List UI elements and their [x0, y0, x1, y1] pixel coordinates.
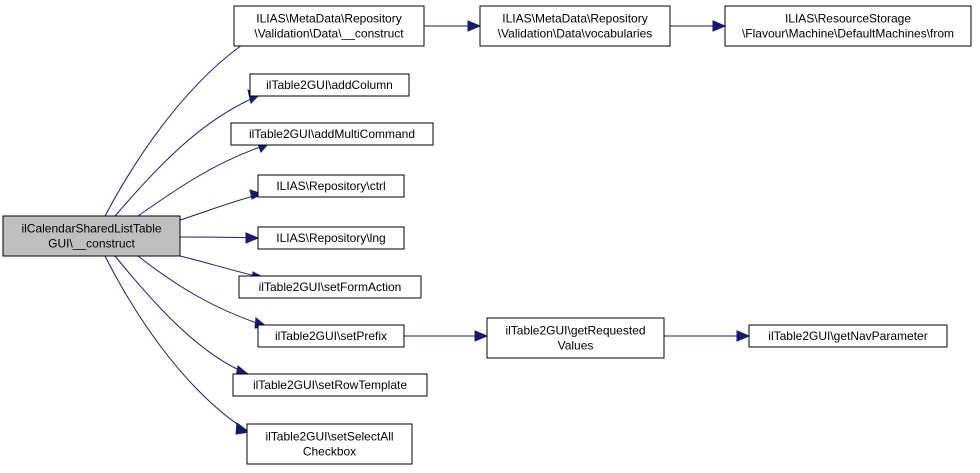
arrowhead-icon	[474, 330, 489, 342]
node-label: Values	[558, 339, 594, 353]
arrowhead-icon	[712, 20, 727, 32]
edge-root-to-add_column	[114, 89, 260, 217]
edge-metadata_vocabularies-to-resource_from	[670, 20, 727, 32]
edge-root-to-add_multi_command	[137, 138, 269, 217]
edge-line	[104, 39, 250, 217]
arrowhead-icon	[249, 189, 264, 200]
node-label: ILIAS\ResourceStorage	[785, 12, 911, 26]
node-box	[748, 324, 948, 348]
node-label: ilTable2GUI\setFormAction	[259, 280, 402, 294]
edge-line	[179, 255, 265, 279]
node-set-form-action[interactable]: ilTable2GUI\setFormAction	[238, 275, 422, 299]
node-box	[724, 5, 972, 47]
edge-root-to-set_select_all_checkbox	[104, 255, 251, 435]
node-label: GUI\__construct	[48, 237, 135, 251]
edge-root-to-set_row_template	[114, 255, 251, 378]
node-set-prefix[interactable]: ilTable2GUI\setPrefix	[257, 324, 405, 348]
node-label: \Validation\Data\vocabularies	[498, 27, 653, 41]
edge-line	[137, 255, 267, 327]
nodes-layer: ilCalendarSharedListTableGUI\__construct…	[2, 5, 972, 465]
arrowhead-icon	[235, 422, 251, 435]
edge-get_requested_values-to-get_nav_parameter	[664, 330, 751, 342]
node-label: ilTable2GUI\getRequested	[505, 324, 645, 338]
node-label: ILIAS\Repository\lng	[276, 231, 385, 245]
node-box	[479, 5, 671, 47]
node-label: ilTable2GUI\getNavParameter	[768, 329, 927, 343]
arrowhead-icon	[245, 232, 260, 244]
node-label: ilCalendarSharedListTable	[21, 222, 161, 236]
node-box	[232, 373, 428, 397]
node-label: ILIAS\MetaData\Repository	[502, 12, 647, 26]
arrowhead-icon	[736, 330, 751, 342]
node-label: ilTable2GUI\setSelectAll	[265, 430, 393, 444]
node-metadata-vocabularies[interactable]: ILIAS\MetaData\Repository\Validation\Dat…	[479, 5, 671, 47]
edge-root-to-repository_lng	[179, 232, 260, 244]
node-label: ilTable2GUI\addColumn	[266, 78, 393, 92]
node-repository-lng[interactable]: ILIAS\Repository\lng	[257, 226, 405, 250]
node-metadata-construct[interactable]: ILIAS\MetaData\Repository\Validation\Dat…	[233, 5, 425, 47]
node-repository-ctrl[interactable]: ILIAS\Repository\ctrl	[257, 174, 405, 198]
node-box	[233, 5, 425, 47]
edge-set_prefix-to-get_requested_values	[404, 330, 489, 342]
node-resource-from[interactable]: ILIAS\ResourceStorage\Flavour\Machine\De…	[724, 5, 972, 47]
edge-line	[137, 144, 267, 217]
edge-metadata_construct-to-metadata_vocabularies	[423, 20, 482, 32]
node-label: Checkbox	[303, 445, 356, 459]
node-add-multi-command[interactable]: ilTable2GUI\addMultiCommand	[230, 122, 434, 146]
node-label: ilTable2GUI\setRowTemplate	[253, 378, 407, 392]
node-add-column[interactable]: ilTable2GUI\addColumn	[249, 73, 410, 97]
node-label: ilTable2GUI\setPrefix	[275, 329, 387, 343]
node-box	[486, 317, 665, 359]
node-box	[2, 215, 181, 257]
node-box	[246, 423, 413, 465]
node-box	[238, 275, 422, 299]
node-box	[230, 122, 434, 146]
edge-root-to-repository_ctrl	[179, 189, 264, 221]
node-label: ILIAS\Repository\ctrl	[276, 179, 385, 193]
edge-line	[114, 95, 259, 217]
node-box	[257, 226, 405, 250]
node-box	[249, 73, 410, 97]
edge-line	[179, 193, 262, 221]
edge-line	[114, 255, 249, 375]
node-label: ILIAS\MetaData\Repository	[256, 12, 401, 26]
arrowhead-icon	[467, 20, 482, 32]
edges-layer	[104, 20, 751, 435]
node-label: \Validation\Data\__construct	[254, 27, 404, 41]
node-label: ilTable2GUI\addMultiCommand	[249, 127, 415, 141]
node-box	[257, 324, 405, 348]
edge-line	[104, 255, 250, 433]
node-set-row-template[interactable]: ilTable2GUI\setRowTemplate	[232, 373, 428, 397]
node-get-nav-parameter[interactable]: ilTable2GUI\getNavParameter	[748, 324, 948, 348]
node-box	[257, 174, 405, 198]
node-label: \Flavour\Machine\DefaultMachines\from	[742, 27, 954, 41]
